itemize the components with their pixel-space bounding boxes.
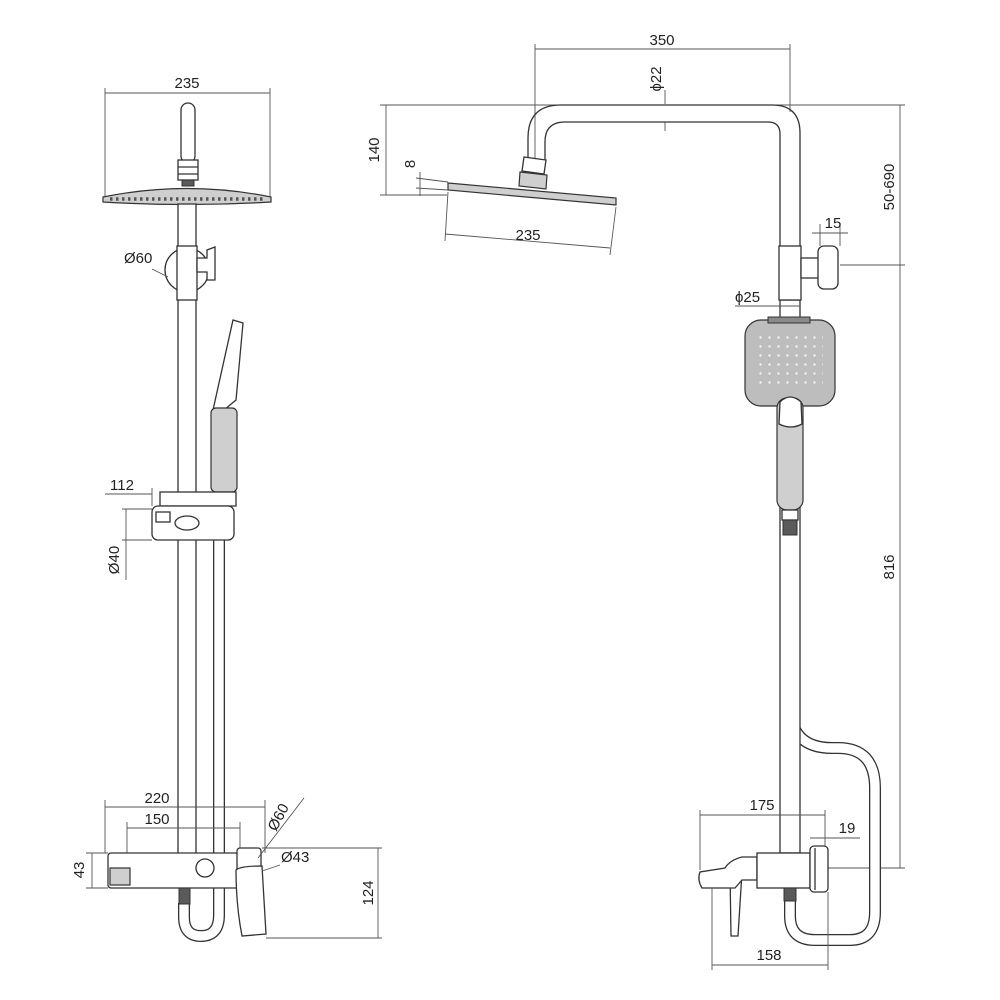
rain-shower-head-side	[447, 182, 617, 206]
mixer-center-cap	[195, 858, 215, 878]
arm-swivel-joint	[177, 159, 199, 181]
mixer-spout-aerator	[109, 867, 131, 886]
diverter-knob-side	[817, 245, 839, 290]
shower-hose-side	[785, 535, 880, 945]
mixer-hose-connector-side	[783, 887, 797, 902]
arm-reach-label: 350	[649, 32, 674, 49]
slide-holder-clamp	[159, 491, 237, 507]
head-width-side-extension-right	[609, 206, 617, 256]
adjustable-range-label: 50-690	[881, 164, 898, 211]
riser-diameter-label: ϕ25	[735, 289, 760, 306]
holder-offset-label: 112	[110, 477, 134, 494]
hand-shower-handle	[210, 407, 238, 493]
riser-height-label: 816	[881, 554, 898, 579]
knob-depth-label: 15	[825, 215, 842, 232]
hand-shower-neck	[778, 396, 803, 428]
slide-holder-button	[155, 511, 171, 523]
hand-shower-top-slot	[767, 316, 811, 324]
mixer-height-label: 43	[71, 862, 88, 879]
mixer-projection-label: 124	[360, 880, 377, 905]
head-thickness-extension-top	[415, 177, 449, 183]
head-drop-label: 140	[366, 137, 383, 162]
mixer-hose-connector	[178, 887, 191, 905]
handle-offset-label: 19	[839, 820, 856, 837]
mixer-body-side	[756, 852, 811, 889]
diverter-knob	[196, 246, 216, 281]
overhead-arm-outer-edge	[527, 104, 801, 246]
diverter-diameter-label: Ø60	[124, 250, 152, 267]
holder-diameter-label: Ø40	[106, 546, 123, 574]
overhead-arm-inner-edge	[544, 121, 781, 246]
spout-projection-label: 158	[756, 947, 781, 964]
shower-hose	[179, 540, 224, 941]
mixer-centers-label: 150	[144, 811, 169, 828]
diverter-body-side	[778, 245, 802, 301]
mixer-body-diameter-label: Ø43	[281, 849, 309, 866]
mixer-depth-label: 175	[749, 797, 774, 814]
mixer-lever	[235, 865, 267, 937]
diverter-body	[176, 245, 198, 301]
head-mount-block	[518, 171, 548, 190]
hand-shower-nozzles	[757, 330, 823, 386]
head-swivel-connector	[521, 156, 547, 175]
rain-shower-head	[102, 187, 272, 206]
head-width-side-label: 235	[515, 227, 540, 244]
side-view: 350 ϕ22 140 8 235 50-690 816	[366, 32, 905, 970]
hand-shower-head	[212, 319, 244, 411]
front-view: 235 Ø60 112	[71, 75, 382, 942]
mixer-spout-side	[698, 856, 758, 889]
hand-shower-hose-nut	[782, 519, 798, 536]
diverter-diameter-leader	[151, 268, 169, 278]
mixer-body-diameter-leader	[261, 864, 281, 872]
head-ball-joint	[181, 179, 195, 187]
arm-tube-diameter-label: ϕ22	[648, 66, 665, 91]
head-width-side-dimension-line	[444, 233, 611, 249]
slide-holder-knob	[174, 515, 200, 531]
head-thickness-extension-bottom	[415, 187, 449, 191]
head-width-label: 235	[174, 75, 199, 92]
diverter-stem-side	[800, 257, 820, 279]
head-width-side-extension-left	[444, 191, 449, 242]
hand-shower-bottom-cap	[781, 509, 799, 521]
shower-arm	[180, 102, 196, 164]
head-thickness-label: 8	[402, 160, 419, 168]
mixer-width-label: 220	[144, 790, 169, 807]
mixer-escutcheon-side	[809, 845, 829, 893]
